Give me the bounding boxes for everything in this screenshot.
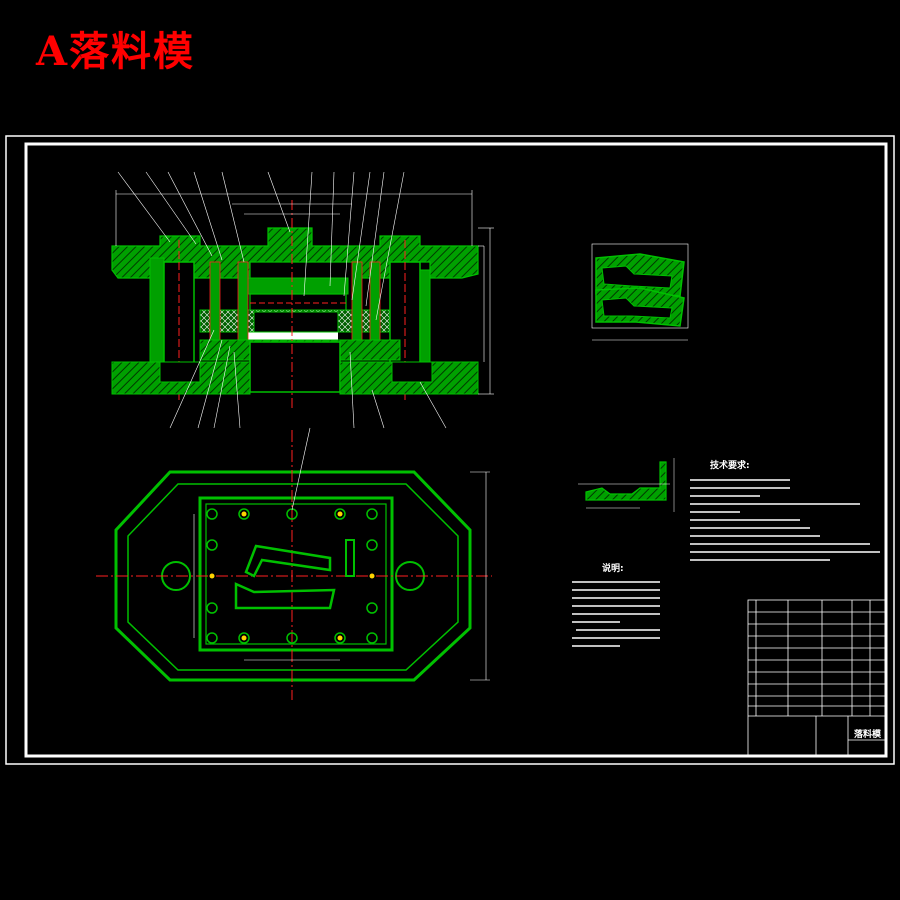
material-strip — [238, 332, 338, 340]
strip-layout — [591, 243, 689, 341]
part-drawing — [578, 458, 675, 512]
page-title: A落料模 — [36, 28, 196, 75]
plan-view — [96, 427, 492, 700]
tech-heading: 技术要求: — [710, 461, 750, 471]
drawing-frame — [5, 135, 895, 765]
title-block — [747, 599, 887, 757]
tech-text-lines — [690, 479, 880, 561]
notes-heading: 说明: — [602, 564, 624, 574]
title-block-name: 落料模 — [854, 730, 882, 740]
notes-text-lines — [572, 581, 660, 647]
section-view — [111, 171, 494, 429]
